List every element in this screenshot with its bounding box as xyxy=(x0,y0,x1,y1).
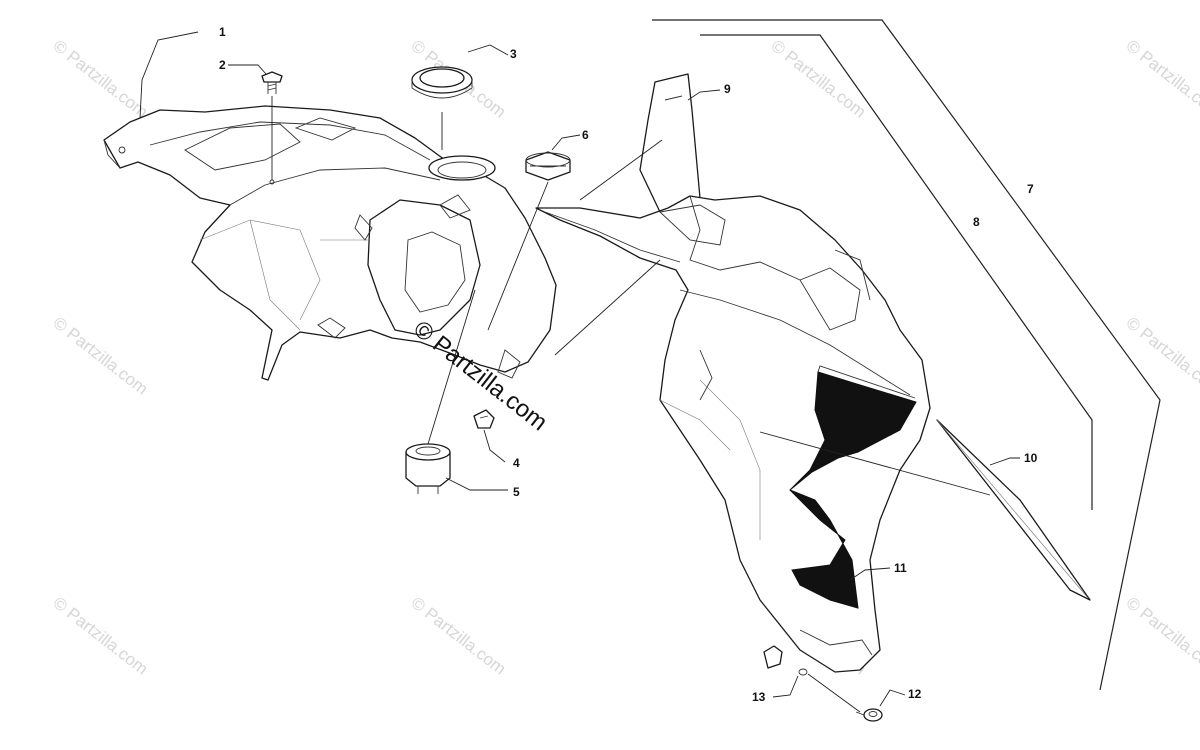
part-11-decal[interactable] xyxy=(789,365,917,609)
callout-6: 6 xyxy=(582,128,589,142)
side-panel-assembly[interactable] xyxy=(535,195,931,673)
leader-lines xyxy=(139,31,1020,707)
callout-8: 8 xyxy=(973,215,980,229)
watermark: © Partzilla.com xyxy=(50,593,152,679)
callout-13: 13 xyxy=(752,690,766,704)
watermark: © Partzilla.com xyxy=(1123,313,1200,399)
bracket-8 xyxy=(700,34,1093,510)
callout-9: 9 xyxy=(724,82,731,96)
callout-12: 12 xyxy=(908,687,922,701)
callout-10: 10 xyxy=(1024,451,1038,465)
part-6-cap[interactable] xyxy=(487,151,571,331)
watermark: © Partzilla.com xyxy=(408,593,510,679)
watermark: © Partzilla.com xyxy=(50,313,152,399)
part-2-screw[interactable] xyxy=(261,71,283,185)
watermark: © Partzilla.com xyxy=(1123,36,1200,122)
callout-4: 4 xyxy=(513,456,520,470)
part-3-ring[interactable] xyxy=(411,66,473,150)
callout-2: 2 xyxy=(219,58,226,72)
callout-11: 11 xyxy=(894,561,907,575)
part-13-clip[interactable] xyxy=(763,645,861,713)
watermark: © Partzilla.com xyxy=(50,36,152,122)
part-12-rivet[interactable] xyxy=(855,708,883,722)
part-5-outlet[interactable] xyxy=(405,289,476,494)
callout-5: 5 xyxy=(513,485,520,499)
callout-3: 3 xyxy=(510,47,517,61)
watermark: © Partzilla.com xyxy=(1123,593,1200,679)
bracket-lines xyxy=(652,19,1161,691)
part-10-film[interactable] xyxy=(936,419,1091,601)
part-1-console-panel[interactable] xyxy=(103,105,557,381)
callout-1: 1 xyxy=(219,25,226,39)
bracket-7 xyxy=(652,19,1161,691)
part-9-windshield[interactable] xyxy=(639,73,701,213)
part-4-clip[interactable] xyxy=(473,409,495,429)
callout-7: 7 xyxy=(1027,182,1034,196)
watermark: © Partzilla.com xyxy=(768,36,870,122)
callout-labels: 1 2 3 4 5 6 7 8 9 10 11 12 13 xyxy=(219,25,1038,704)
